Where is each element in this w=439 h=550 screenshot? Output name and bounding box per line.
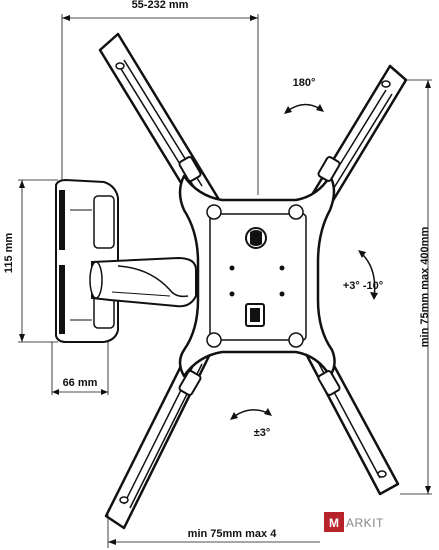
swivel-rotation: 180° xyxy=(284,77,324,114)
vesa-vertical-dimension: min 75mm max 400mm xyxy=(400,79,432,495)
tilt-label: +3° -10° xyxy=(343,280,383,292)
watermark: M ARKIT xyxy=(324,512,384,532)
depth-dimension: 66 mm xyxy=(51,342,109,395)
x-bracket xyxy=(98,32,408,530)
vesa-horizontal-dimension: min 75mm max 4 xyxy=(107,510,320,548)
tilt-rotation: +3° -10° xyxy=(343,250,383,300)
watermark-text: ARKIT xyxy=(346,516,384,530)
vesa-vertical-label: min 75mm max 400mm xyxy=(419,227,431,348)
top-width-label: 55-232 mm xyxy=(132,0,189,11)
depth-label: 66 mm xyxy=(63,377,98,389)
height-label: 115 mm xyxy=(3,233,15,274)
mounting-knobs xyxy=(115,62,391,504)
roll-rotation: ±3° xyxy=(230,408,272,439)
height-dimension: 115 mm xyxy=(3,179,58,343)
vesa-horizontal-label: min 75mm max 4 xyxy=(188,528,278,540)
watermark-letter: M xyxy=(329,516,339,530)
bracket-arm-top-left xyxy=(98,32,220,216)
center-plate xyxy=(178,174,336,378)
roll-label: ±3° xyxy=(254,427,271,439)
swivel-label: 180° xyxy=(293,77,316,89)
articulating-arm xyxy=(89,256,197,308)
top-width-dimension: 55-232 mm xyxy=(61,0,259,195)
